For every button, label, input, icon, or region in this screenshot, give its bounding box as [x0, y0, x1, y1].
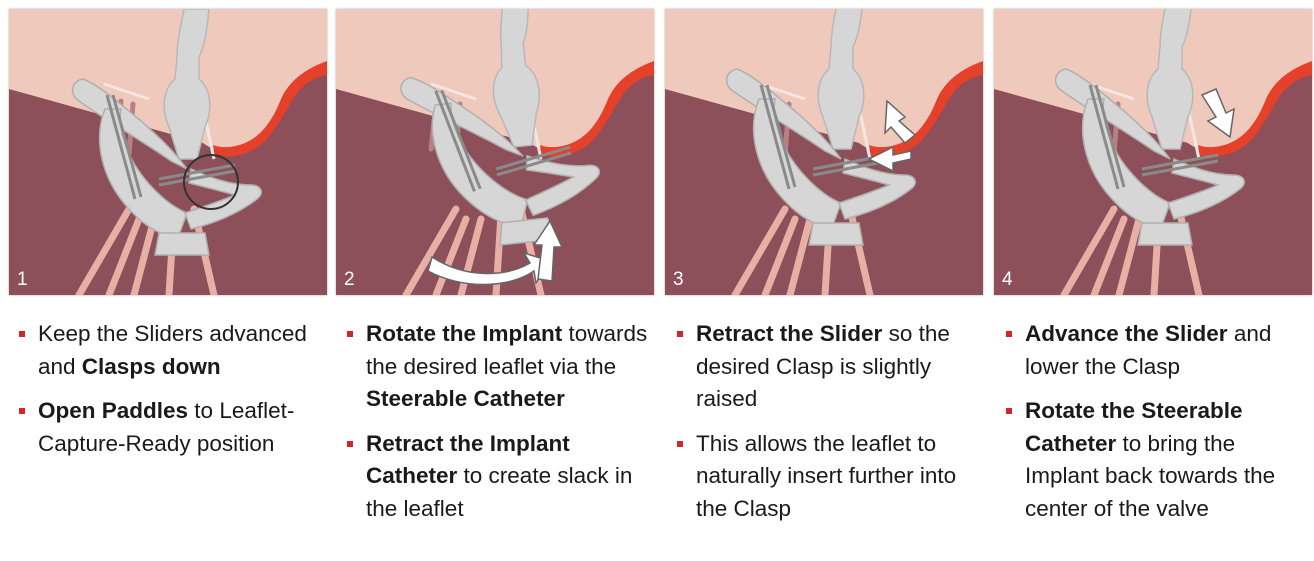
bullet-text-bold: Retract the Slider	[696, 321, 882, 346]
step-2-caption: Rotate the Implant towards the desired l…	[346, 318, 656, 537]
step-number: 1	[17, 269, 28, 291]
bullet-text: This allows the leaflet to naturally ins…	[696, 431, 956, 521]
bullet-text-bold: Clasps down	[82, 354, 221, 379]
step-1-caption: Keep the Sliders advanced and Clasps dow…	[18, 318, 328, 472]
step-2-illustration	[336, 9, 654, 295]
step-4-caption: Advance the Slider and lower the Clasp R…	[1005, 318, 1314, 537]
step-4-illustration	[994, 9, 1312, 295]
step-number: 2	[344, 269, 355, 291]
bullet-item: Rotate the Steerable Catheter to bring t…	[1005, 395, 1314, 525]
bullet-item: Advance the Slider and lower the Clasp	[1005, 318, 1314, 383]
step-2-panel: 2	[336, 9, 654, 295]
bullet-item: Retract the Implant Catheter to create s…	[346, 428, 656, 526]
step-3-illustration	[665, 9, 983, 295]
bullet-text-bold: Open Paddles	[38, 398, 188, 423]
bullet-item: Rotate the Implant towards the desired l…	[346, 318, 656, 416]
step-number: 4	[1002, 269, 1013, 291]
bullet-item: This allows the leaflet to naturally ins…	[676, 428, 986, 526]
bullet-item: Keep the Sliders advanced and Clasps dow…	[18, 318, 328, 383]
step-number: 3	[673, 269, 684, 291]
step-3-caption: Retract the Slider so the desired Clasp …	[676, 318, 986, 537]
step-1-panel: 1	[9, 9, 327, 295]
bullet-item: Retract the Slider so the desired Clasp …	[676, 318, 986, 416]
bullet-text-bold: Steerable Catheter	[366, 386, 565, 411]
step-1-illustration	[9, 9, 327, 295]
step-3-panel: 3	[665, 9, 983, 295]
bullet-text-bold: Rotate the Implant	[366, 321, 562, 346]
bullet-item: Open Paddles to Leaflet-Capture-Ready po…	[18, 395, 328, 460]
bullet-text-bold: Advance the Slider	[1025, 321, 1228, 346]
step-4-panel: 4	[994, 9, 1312, 295]
